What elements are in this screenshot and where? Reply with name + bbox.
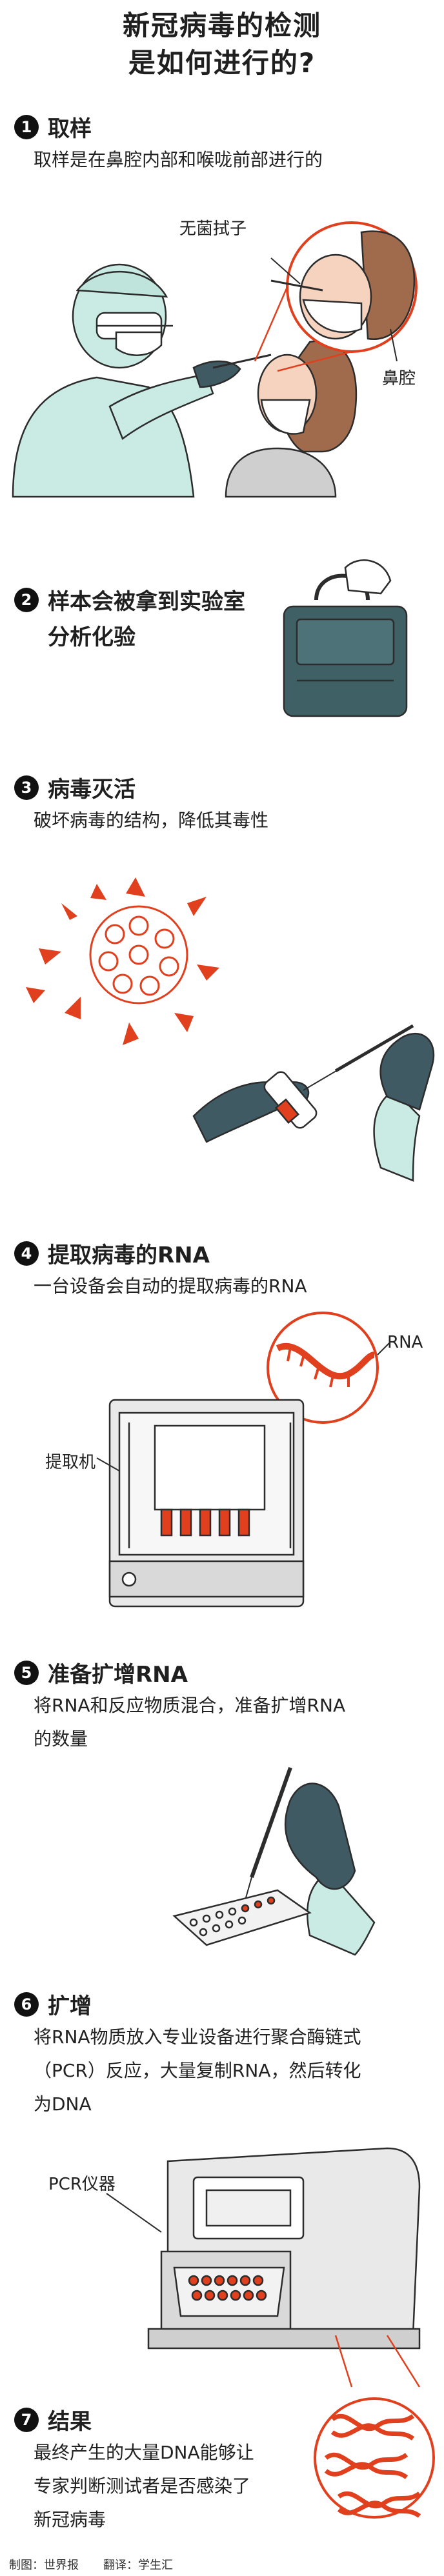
step-2-title-line-2: 分析化验 [48, 624, 136, 650]
footer-translator: 翻译：学生汇 [103, 2559, 173, 2572]
pcr-machine [147, 2147, 421, 2350]
step-4-heading: 4 提取病毒的RNA [14, 1237, 210, 1269]
rna-extraction-illustration [96, 1312, 391, 1608]
step-7-heading: 7 结果 [14, 2404, 92, 2435]
step-7-description-line-2: 专家判断测试者是否感染了 [34, 2475, 251, 2497]
zoom-nose-detail [270, 230, 416, 340]
extractor-label: 提取机 [45, 1453, 96, 1472]
step-3-description: 破坏病毒的结构，降低其毒性 [34, 810, 269, 831]
step-3-heading: 3 病毒灭活 [14, 772, 136, 803]
step-7-description-line-3: 新冠病毒 [34, 2509, 106, 2530]
rna-label: RNA [387, 1333, 423, 1352]
rna-strand [276, 1343, 376, 1380]
step-4-badge: 4 [14, 1241, 39, 1266]
swab-label: 无菌拭子 [179, 219, 247, 239]
step-7-badge: 7 [14, 2407, 39, 2432]
pcr-illustration [106, 2147, 421, 2388]
worker-arm [108, 360, 241, 440]
step-2-heading: 2 样本会被拿到实验室 [14, 584, 245, 615]
step-1-heading: 1 取样 [14, 111, 92, 143]
step-5-description-line-2: 的数量 [34, 1728, 88, 1750]
page-title-line-2: 是如何进行的? [128, 47, 316, 79]
step-4-title: 提取病毒的RNA [48, 1243, 210, 1268]
patient-figure [225, 340, 358, 498]
step-2-title: 样本会被拿到实验室 [48, 589, 245, 615]
footer-credit: 制图：世界报 [9, 2559, 79, 2572]
inactivation-illustration [26, 877, 435, 1182]
step-4-description: 一台设备会自动的提取病毒的RNA [34, 1275, 307, 1297]
nasal-label: 鼻腔 [382, 369, 416, 388]
step-5-description-line-1: 将RNA和反应物质混合，准备扩增RNA [34, 1695, 346, 1716]
step-7-title: 结果 [48, 2409, 92, 2435]
step-5-heading: 5 准备扩增RNA [14, 1657, 188, 1688]
extraction-machine [108, 1399, 305, 1608]
step-6-description-line-1: 将RNA物质放入专业设备进行聚合酶链式 [34, 2026, 361, 2048]
sampling-illustration [12, 221, 418, 498]
step-5-badge: 5 [14, 1660, 39, 1685]
step-5-title: 准备扩增RNA [48, 1662, 188, 1688]
pcr-label: PCR仪器 [48, 2175, 116, 2194]
step-3-title: 病毒灭活 [48, 777, 136, 803]
step-2-badge: 2 [14, 587, 39, 612]
pipette [250, 1767, 292, 1878]
swab-stick [212, 354, 272, 369]
glove [285, 1782, 356, 1890]
step-3-badge: 3 [14, 775, 39, 800]
gloved-hands [192, 1024, 435, 1182]
step-1-description: 取样是在鼻腔内部和喉咙前部进行的 [34, 149, 323, 170]
dna-strands [324, 2413, 421, 2518]
step-6-badge: 6 [14, 1992, 39, 2017]
page-title-line-1: 新冠病毒的检测 [122, 10, 321, 41]
broken-virus [26, 877, 219, 1045]
step-1-badge: 1 [14, 114, 39, 139]
mixing-illustration [172, 1767, 376, 1956]
dna-zoom-illustration [314, 2397, 435, 2519]
step-7-description-line-1: 最终产生的大量DNA能够让 [34, 2442, 254, 2463]
step-6-heading: 6 扩增 [14, 1988, 92, 2020]
step-6-description-line-3: 为DNA [34, 2093, 92, 2115]
step-1-title: 取样 [48, 116, 92, 142]
step-6-description-line-2: （PCR）反应，大量复制RNA，然后转化 [34, 2060, 361, 2081]
step-6-title: 扩增 [48, 1993, 92, 2019]
health-worker-figure [12, 263, 195, 498]
sample-bag-illustration [283, 559, 408, 717]
